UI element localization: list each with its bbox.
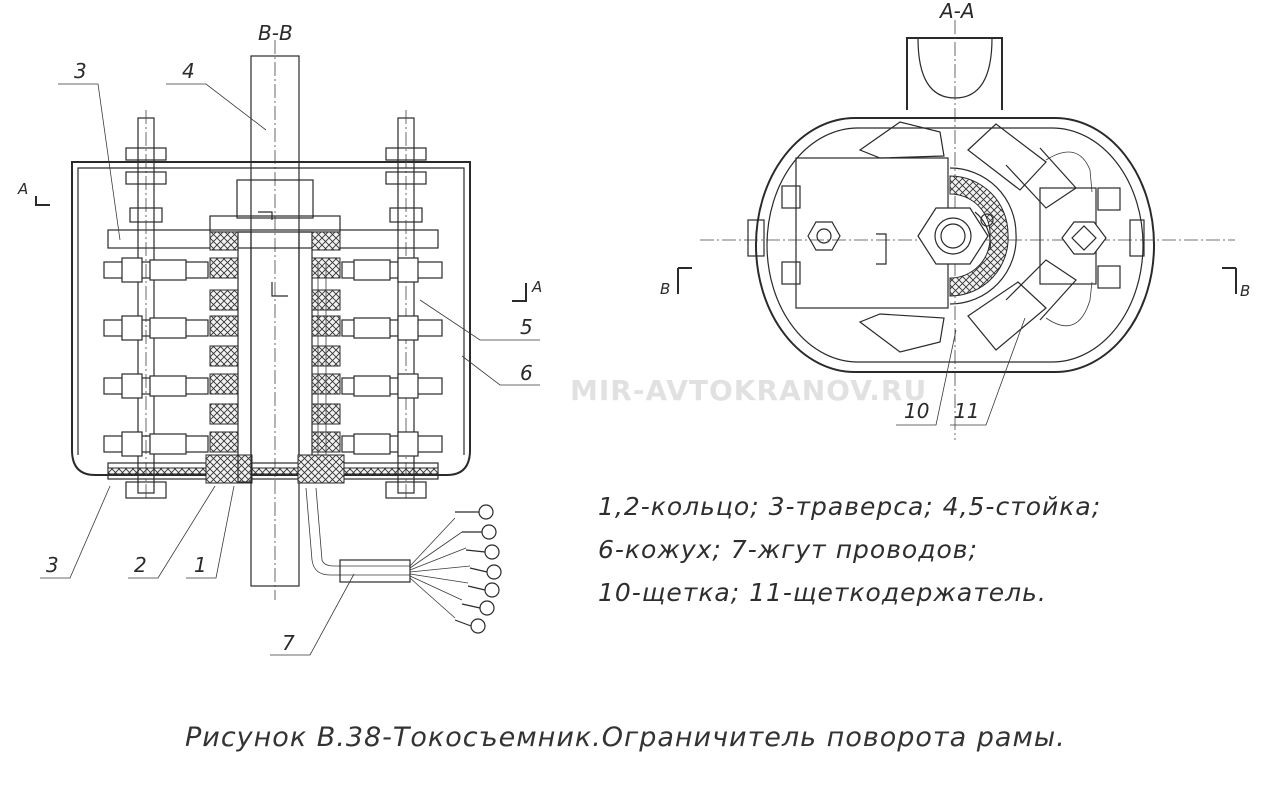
- brush-holders-right: [341, 257, 443, 457]
- section-a-right-mark: А: [531, 278, 542, 296]
- ring-stack-left: [205, 231, 253, 484]
- label-3-bottom: 3: [46, 553, 59, 577]
- cover-housing: [71, 161, 471, 476]
- label-4: 4: [182, 59, 195, 83]
- section-aa-title: А-А: [938, 0, 975, 23]
- label-7: 7: [282, 631, 295, 655]
- brush-holders-left: [103, 257, 209, 457]
- label-2: 2: [134, 553, 147, 577]
- slip-ring: [949, 175, 1009, 297]
- brush-holder-arms: [858, 121, 1077, 353]
- section-bb-view: [35, 40, 540, 656]
- figure-caption: Рисунок В.38-Токосъемник.Ограничитель по…: [185, 722, 1066, 753]
- watermark: MIR-AVTOKRANOV.RU: [570, 374, 928, 407]
- top-traverse: [107, 229, 439, 249]
- section-bb-title: В-В: [258, 21, 293, 45]
- legend-line-2: 6-кожух; 7-жгут проводов;: [598, 535, 978, 564]
- ring-stack-right: [297, 231, 345, 484]
- label-6: 6: [520, 361, 533, 385]
- hub-nut: [917, 207, 989, 265]
- legend-line-3: 10-щетка; 11-щеткодержатель.: [598, 578, 1047, 607]
- section-a-left-mark: А: [17, 180, 28, 198]
- section-aa-view: [677, 20, 1237, 440]
- label-10: 10: [904, 399, 929, 423]
- label-11: 11: [954, 399, 979, 423]
- wire-harness: [339, 504, 502, 634]
- label-5: 5: [520, 315, 533, 339]
- label-3-top: 3: [74, 59, 87, 83]
- section-b-left-mark: В: [660, 280, 670, 298]
- oval-housing: [755, 117, 1155, 373]
- top-hub: [236, 179, 314, 219]
- label-1: 1: [194, 553, 207, 577]
- section-b-right-mark: В: [1240, 282, 1250, 300]
- legend-line-1: 1,2-кольцо; 3-траверса; 4,5-стойка;: [598, 492, 1102, 521]
